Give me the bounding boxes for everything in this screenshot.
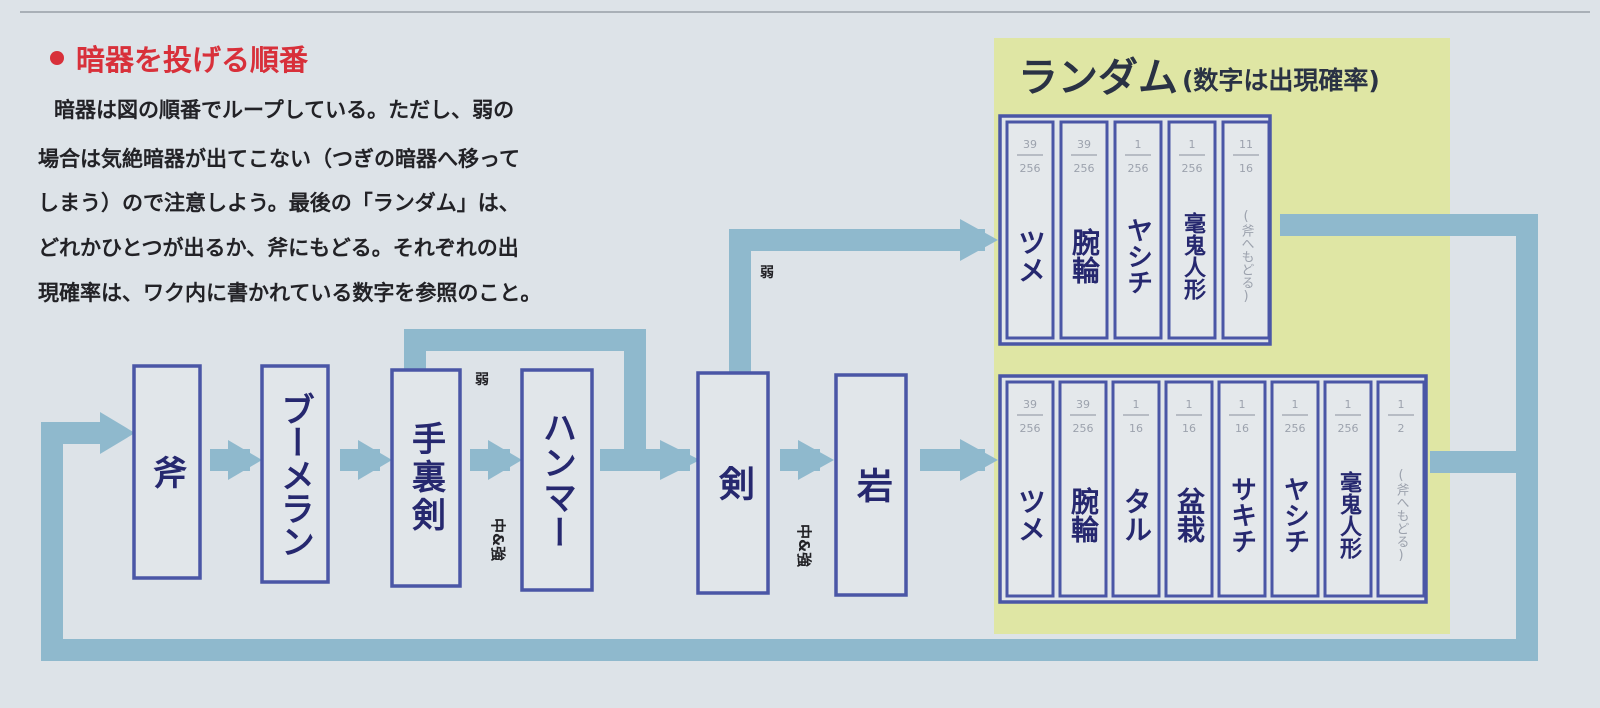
- arrowhead-icon: [488, 440, 522, 480]
- bullet-icon: [50, 51, 64, 65]
- random-cell: [1270, 380, 1320, 598]
- loop-return-line: [41, 214, 1538, 661]
- random-cell: [1113, 120, 1163, 340]
- random-cell: [1221, 120, 1271, 340]
- paragraph-line: 現確率は、ワク内に書かれている数字を参照のこと。: [38, 281, 541, 305]
- probability-denominator: 16: [1182, 422, 1196, 435]
- arrowhead-icon: [798, 440, 834, 480]
- seq-sword-label: 剣: [713, 464, 754, 502]
- box-boomerang: [260, 364, 330, 584]
- sequence-boxes: [132, 364, 908, 597]
- random-cell: [1058, 380, 1108, 598]
- paragraph-line: どれかひとつが出るか、斧にもどる。それぞれの出: [38, 236, 519, 260]
- seq-hammer-label: ハンマー: [536, 410, 577, 550]
- arrowhead-icon: [358, 440, 392, 480]
- probability-numerator: 1: [1133, 398, 1140, 411]
- weak-branch-line: [729, 229, 985, 380]
- description-paragraph: 暗器は図の順番でループしている。ただし、弱の 場合は気絶暗器が出てこない（つぎの…: [38, 98, 541, 305]
- probability-denominator: 16: [1235, 422, 1249, 435]
- random-cell: [1217, 380, 1267, 598]
- arrowhead-icon: [960, 219, 998, 261]
- edge-label-mid-strong: 中&強: [489, 518, 507, 561]
- probability-denominator: 256: [1020, 162, 1041, 175]
- probability-denominator: 256: [1073, 422, 1094, 435]
- probability-numerator: 39: [1023, 398, 1037, 411]
- random-cell: [1005, 380, 1055, 598]
- random-item-label: タル: [1120, 487, 1153, 543]
- edge-label-weak-skip: 弱: [475, 372, 489, 388]
- random-item-label: (斧へもどる): [1393, 467, 1409, 563]
- connector-lines: [41, 214, 1538, 661]
- section-heading: 暗器を投げる順番: [76, 43, 309, 77]
- paragraph-line: 場合は気絶暗器が出てこない（つぎの暗器へ移って: [38, 147, 520, 171]
- random-item-label: 毫鬼人形: [1180, 212, 1205, 300]
- arrowhead-icon: [960, 439, 998, 481]
- arrowhead-icon: [660, 440, 700, 480]
- random-cell: [1005, 120, 1055, 340]
- random-item-label: サキチ: [1226, 476, 1257, 554]
- probability-denominator: 256: [1020, 422, 1041, 435]
- random-item-label: (斧へもどる): [1238, 208, 1254, 304]
- edge-label-weak-branch: 弱: [760, 265, 774, 281]
- random-title: ランダム: [1018, 55, 1178, 101]
- random-subtitle: (数字は出現確率): [1182, 66, 1380, 95]
- probability-denominator: 256: [1338, 422, 1359, 435]
- probability-denominator: 256: [1074, 162, 1095, 175]
- probability-numerator: 1: [1135, 138, 1142, 151]
- probability-numerator: 1: [1345, 398, 1352, 411]
- random-item-label: ヤシチ: [1122, 217, 1153, 295]
- box-hammer: [520, 368, 594, 592]
- seq-shuriken-label: 手裏剣: [405, 421, 446, 535]
- random-cell: [1059, 120, 1109, 340]
- random-cells: 3925639256125612561116392563925611611611…: [1005, 120, 1426, 598]
- probability-denominator: 2: [1398, 422, 1405, 435]
- weak-skip-line: [404, 329, 690, 471]
- box-shuriken: [390, 368, 462, 588]
- probability-denominator: 16: [1129, 422, 1143, 435]
- random-item-label: ヤシチ: [1279, 476, 1310, 554]
- random-cell: [1376, 380, 1426, 598]
- arrowheads: [100, 219, 998, 481]
- random-cell: [1111, 380, 1161, 598]
- box-sword: [696, 371, 770, 595]
- probability-denominator: 256: [1285, 422, 1306, 435]
- edge-label-mid-strong: 中&強: [795, 524, 813, 567]
- arrowhead-icon: [100, 412, 135, 454]
- probability-numerator: 39: [1076, 398, 1090, 411]
- seq-axe-label: 斧: [146, 454, 187, 490]
- probability-numerator: 1: [1239, 398, 1246, 411]
- probability-numerator: 1: [1398, 398, 1405, 411]
- random-item-label: 盆栽: [1173, 487, 1206, 543]
- paragraph-line: 暗器は図の順番でループしている。ただし、弱の: [54, 98, 514, 122]
- probability-numerator: 39: [1023, 138, 1037, 151]
- probability-numerator: 1: [1292, 398, 1299, 411]
- probability-numerator: 11: [1239, 138, 1253, 151]
- box-axe: [132, 364, 202, 580]
- probability-denominator: 16: [1239, 162, 1253, 175]
- random-item-label: 腕輪: [1068, 228, 1101, 284]
- box-rock: [834, 373, 908, 597]
- seq-rock-label: 岩: [851, 466, 892, 504]
- paragraph-line: しまう）ので注意しよう。最後の「ランダム」は、: [38, 191, 520, 215]
- seq-boomerang-label: ブーメラン: [274, 391, 315, 557]
- probability-numerator: 39: [1077, 138, 1091, 151]
- random-cell: [1167, 120, 1217, 340]
- probability-denominator: 256: [1128, 162, 1149, 175]
- random-item-label: 腕輪: [1067, 487, 1100, 543]
- random-item-label: ツメ: [1014, 228, 1047, 284]
- arrowhead-icon: [228, 440, 262, 480]
- edge-labels: 弱 弱 中&強 中&強: [475, 265, 813, 567]
- probability-numerator: 1: [1186, 398, 1193, 411]
- probability-denominator: 256: [1182, 162, 1203, 175]
- random-cell: [1164, 380, 1214, 598]
- random-item-label: ツメ: [1014, 487, 1047, 543]
- random-item-label: 毫鬼人形: [1336, 471, 1361, 559]
- probability-numerator: 1: [1189, 138, 1196, 151]
- random-cell: [1323, 380, 1373, 598]
